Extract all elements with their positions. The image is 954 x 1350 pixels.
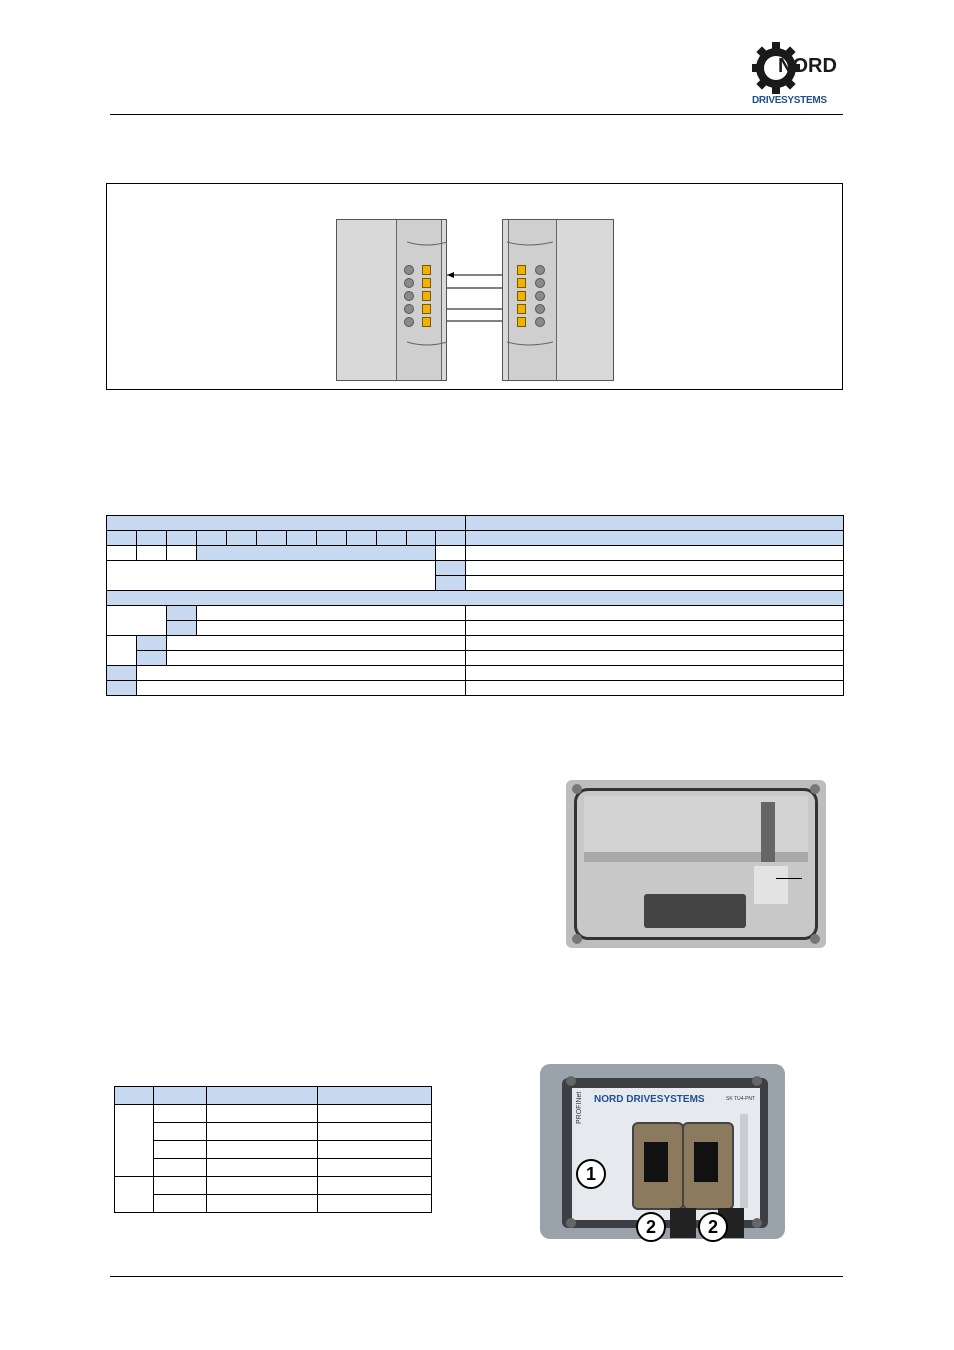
pin bbox=[535, 304, 545, 314]
wiring-lines bbox=[406, 241, 554, 346]
device-side-label: PROFINet bbox=[576, 1091, 583, 1124]
pin-table bbox=[114, 1086, 432, 1213]
pin bbox=[404, 265, 414, 275]
pin bbox=[404, 317, 414, 327]
terminal bbox=[517, 278, 526, 288]
callout-2: 2 bbox=[698, 1212, 728, 1242]
terminal bbox=[422, 278, 431, 288]
terminal bbox=[517, 304, 526, 314]
terminal bbox=[422, 265, 431, 275]
footer-rule bbox=[110, 1276, 843, 1277]
bit-table bbox=[105, 515, 844, 696]
device-model-label: SK TU4-PNT bbox=[726, 1096, 756, 1102]
brand-tagline: DRIVESYSTEMS bbox=[752, 95, 827, 106]
terminal bbox=[517, 317, 526, 327]
pin bbox=[535, 291, 545, 301]
callout-1: 1 bbox=[576, 1159, 606, 1189]
header-rule bbox=[110, 114, 843, 115]
pin bbox=[535, 317, 545, 327]
terminal bbox=[422, 304, 431, 314]
connector-strip bbox=[644, 894, 746, 928]
nord-gear-logo: NORD bbox=[752, 38, 844, 110]
terminal bbox=[422, 317, 431, 327]
wiring-diagram bbox=[106, 183, 843, 390]
terminal bbox=[422, 291, 431, 301]
module-interior-photo bbox=[566, 780, 826, 948]
dip-switch bbox=[761, 802, 775, 862]
terminal bbox=[517, 291, 526, 301]
callout-2: 2 bbox=[636, 1212, 666, 1242]
terminal bbox=[517, 265, 526, 275]
pin bbox=[404, 278, 414, 288]
pin bbox=[535, 278, 545, 288]
device-brand-label: NORD DRIVESYSTEMS bbox=[594, 1094, 705, 1105]
pin bbox=[404, 291, 414, 301]
pin bbox=[404, 304, 414, 314]
svg-text:NORD: NORD bbox=[778, 55, 837, 77]
device-front-photo: NORD DRIVESYSTEMS SK TU4-PNT PROFINet 1 … bbox=[540, 1064, 785, 1242]
pin bbox=[535, 265, 545, 275]
